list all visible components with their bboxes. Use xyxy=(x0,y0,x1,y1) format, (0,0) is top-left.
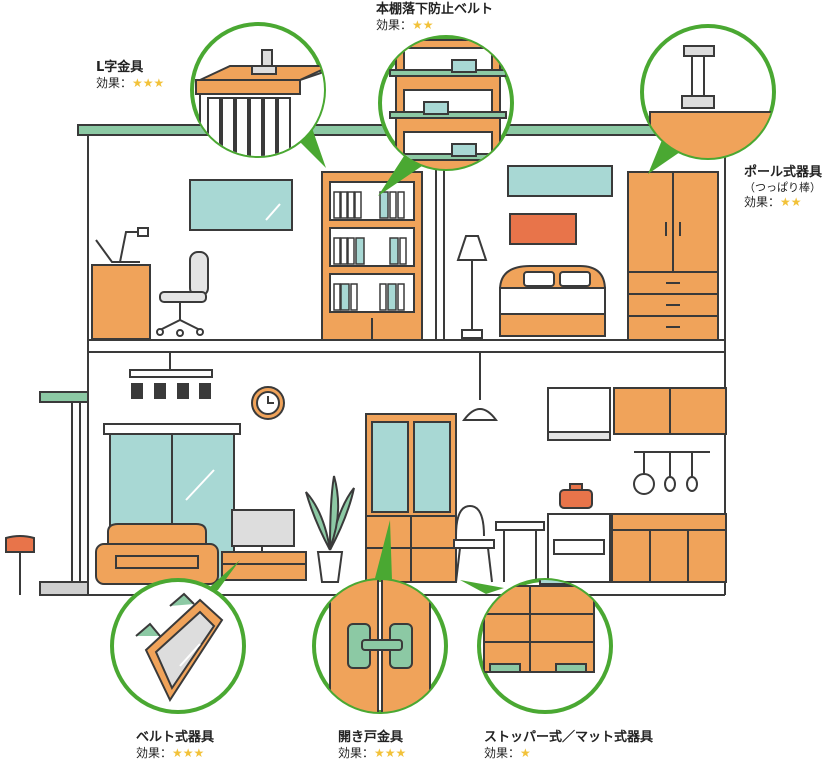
label-stopper-mat-title: ストッパー式／マット式器具 xyxy=(484,730,654,745)
callout-l-bracket xyxy=(190,22,326,158)
label-stopper-mat: ストッパー式／マット式器具 効果：★ xyxy=(484,730,653,761)
wall-picture xyxy=(509,213,577,245)
star-rating: ★★★ xyxy=(132,76,165,91)
label-shelf-belt-effect: 効果：★★ xyxy=(376,18,434,33)
label-shelf-belt-title: 本棚落下防止ベルト xyxy=(376,2,494,17)
label-l-bracket-effect: 効果：★★★ xyxy=(96,76,165,91)
label-belt-effect: 効果：★★★ xyxy=(136,746,205,761)
label-pole-subtitle: （つっぱり棒） xyxy=(744,181,821,195)
label-shelf-belt: 本棚落下防止ベルト 効果：★★ xyxy=(376,2,493,33)
label-belt-title: ベルト式器具 xyxy=(136,730,215,745)
kitchen-counter xyxy=(611,513,727,583)
label-door-latch-title: 開き戸金具 xyxy=(338,730,404,745)
star-rating: ★★★ xyxy=(172,746,205,761)
callout-stopper-mat xyxy=(477,578,613,714)
floor-slab xyxy=(87,339,726,353)
desk xyxy=(91,264,151,340)
label-pole-effect: 効果：★★ xyxy=(744,195,802,209)
star-rating: ★★★ xyxy=(374,746,407,761)
label-door-latch-effect: 効果：★★★ xyxy=(338,746,407,761)
television xyxy=(231,509,295,547)
label-l-bracket-title: L字金具 xyxy=(96,60,144,75)
label-belt: ベルト式器具 効果：★★★ xyxy=(136,730,214,761)
label-pole-title: ポール式器具 xyxy=(744,165,823,180)
label-l-bracket: L字金具 効果：★★★ xyxy=(96,60,164,91)
star-rating: ★ xyxy=(520,746,531,761)
window-upstairs-left xyxy=(189,179,293,231)
callout-shelf-belt xyxy=(378,35,514,171)
star-rating: ★★ xyxy=(412,18,434,33)
star-rating: ★★ xyxy=(780,195,802,209)
label-stopper-mat-effect: 効果：★ xyxy=(484,746,531,761)
sofa xyxy=(107,523,207,549)
label-pole: ポール式器具 （つっぱり棒） 効果：★★ xyxy=(744,165,822,210)
callout-door-latch xyxy=(312,578,448,714)
callout-pole xyxy=(640,24,776,160)
callout-belt xyxy=(110,578,246,714)
label-door-latch: 開き戸金具 効果：★★★ xyxy=(338,730,406,761)
